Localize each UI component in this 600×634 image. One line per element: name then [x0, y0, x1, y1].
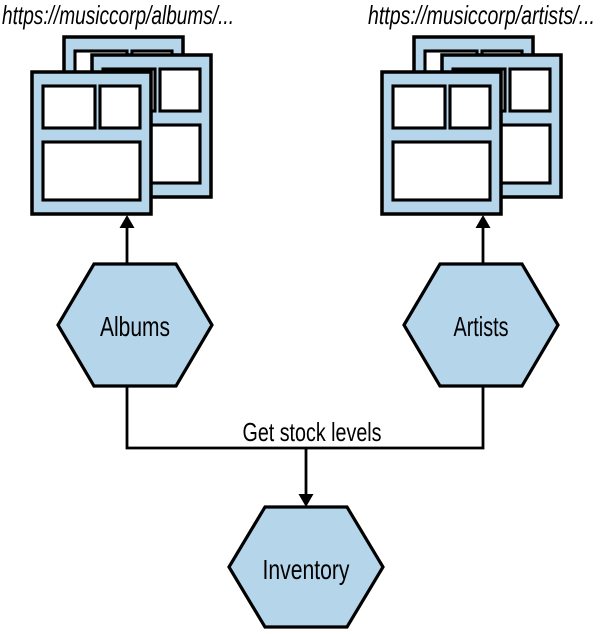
stock-levels-connector [125, 386, 485, 507]
artists-url-label: https://musiccorp/artists/... [368, 0, 595, 30]
albums-service-hexagon [56, 262, 214, 388]
arrowhead-up-icon [475, 215, 491, 228]
stock-levels-edge-label: Get stock levels [243, 417, 382, 447]
albums-url-label: https://musiccorp/albums/... [2, 0, 234, 30]
artists-to-pages-arrow [475, 215, 491, 263]
albums-to-pages-arrow [119, 215, 135, 263]
albums-webpages-stack [30, 35, 213, 216]
webpage-icon [30, 70, 153, 216]
artists-webpages-stack [380, 35, 563, 216]
webpage-icon [380, 70, 503, 216]
inventory-service-hexagon [227, 505, 385, 629]
albums-node-label: Albums [100, 311, 170, 342]
artists-node-label: Artists [454, 311, 509, 342]
inventory-node-label: Inventory [263, 554, 350, 585]
artists-service-hexagon [402, 262, 560, 388]
arrowhead-up-icon [119, 215, 135, 228]
arrowhead-down-icon [298, 494, 314, 507]
